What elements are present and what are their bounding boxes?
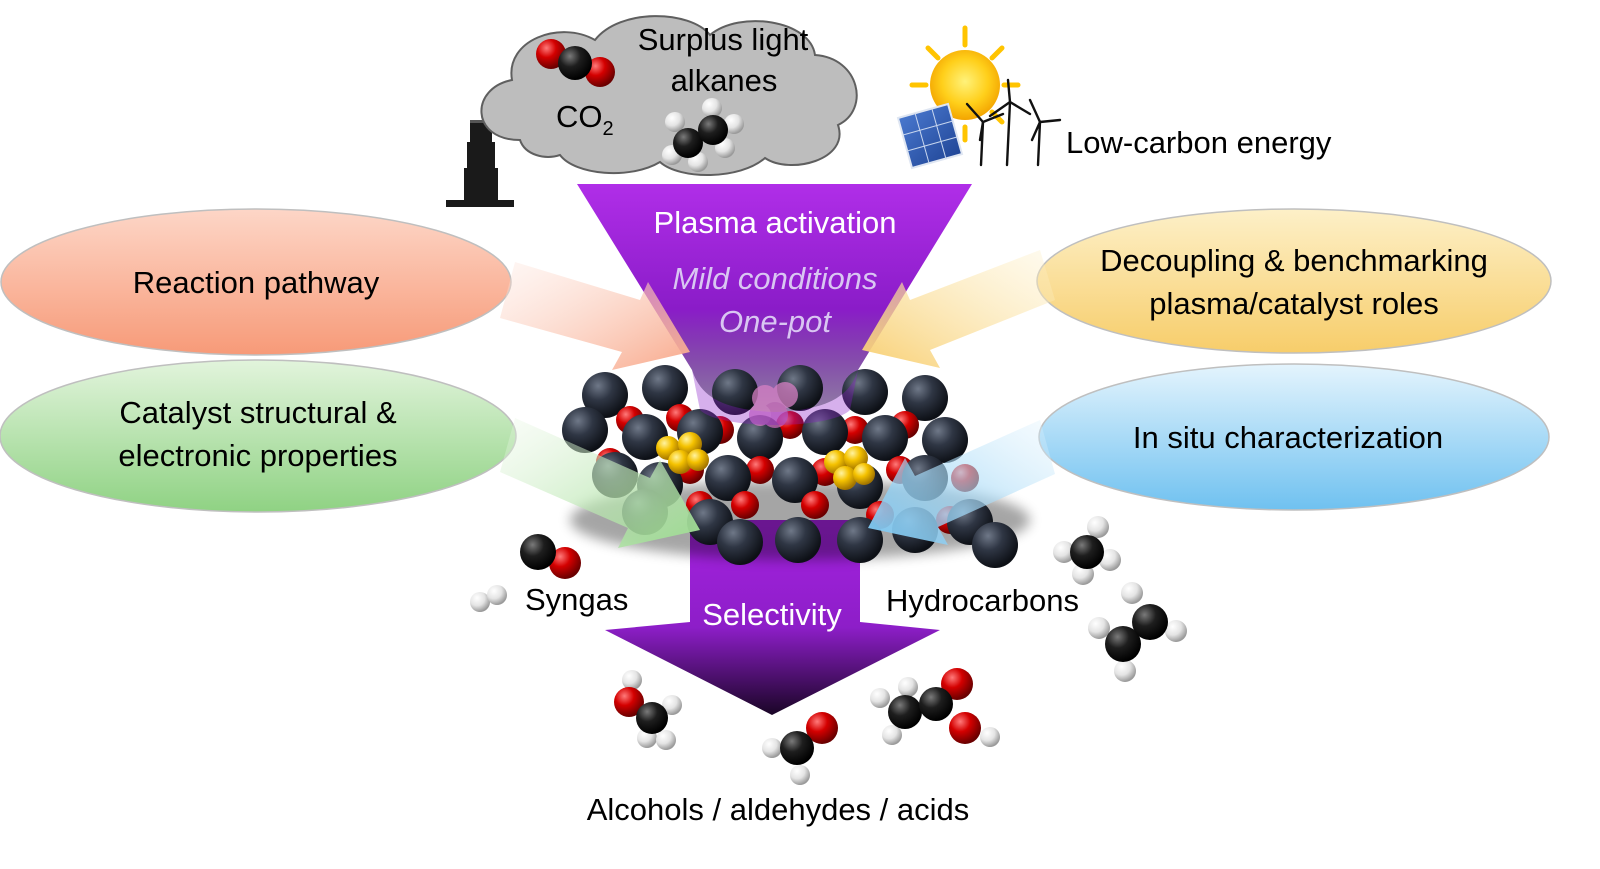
catalyst-properties-oval — [0, 359, 517, 513]
selectivity-funnel — [605, 520, 940, 715]
methanol-molecule-icon — [614, 670, 682, 750]
plasma-activation-label: Plasma activation — [654, 205, 897, 240]
decoupling-arrow — [862, 250, 1055, 368]
hydrocarbons-label: Hydrocarbons — [886, 583, 1079, 618]
acetic-acid-molecule-icon — [870, 668, 1000, 747]
in-situ-label: In situ characterization — [1133, 420, 1443, 455]
catalyst-properties-line2: electronic properties — [118, 438, 397, 473]
co-molecule-icon — [520, 534, 581, 579]
one-pot-label: One-pot — [719, 304, 832, 339]
solar-panel-icon — [896, 102, 964, 170]
h2-molecule-icon — [470, 585, 507, 612]
wind-turbine-icon — [965, 78, 1062, 167]
active-site-left — [656, 432, 709, 474]
ethylene-molecule-icon — [1088, 582, 1187, 682]
oxygenates-label: Alcohols / aldehydes / acids — [587, 792, 970, 827]
active-site-right — [824, 446, 875, 490]
decoupling-line2: plasma/catalyst roles — [1149, 286, 1438, 321]
mild-conditions-label: Mild conditions — [672, 261, 877, 296]
reaction-pathway-arrow — [500, 262, 690, 370]
in-situ-arrow — [868, 420, 1055, 545]
decoupling-oval — [1036, 208, 1552, 354]
co2-label: CO2 — [556, 99, 614, 140]
reaction-pathway-label: Reaction pathway — [133, 265, 380, 300]
plasma-funnel — [577, 184, 972, 412]
methane-molecule-icon — [1053, 516, 1121, 585]
cloud-label-line2: alkanes — [671, 63, 778, 98]
cloud-label-line1: Surplus light — [638, 22, 809, 57]
smokestack-icon — [446, 120, 514, 207]
alkane-molecule-icon — [662, 98, 744, 172]
syngas-label: Syngas — [525, 582, 628, 617]
catalyst-properties-line1: Catalyst structural & — [119, 395, 397, 430]
decoupling-line1: Decoupling & benchmarking — [1100, 243, 1488, 278]
formaldehyde-molecule-icon — [762, 712, 838, 785]
selectivity-label: Selectivity — [702, 597, 842, 632]
energy-label: Low-carbon energy — [1066, 125, 1332, 160]
co2-molecule-icon — [536, 39, 615, 87]
catalyst-properties-arrow — [500, 418, 700, 548]
